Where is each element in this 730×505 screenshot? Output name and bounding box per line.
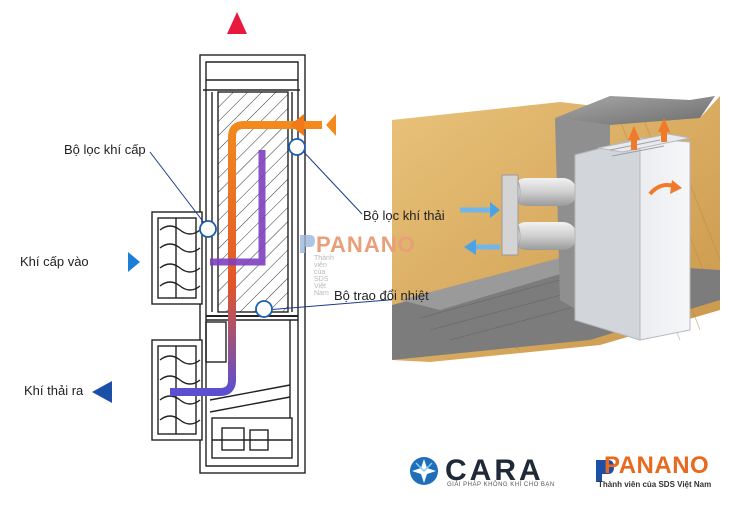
panano-logo-subtitle: Thành viên của SDS Việt Nam: [598, 480, 712, 489]
exhaust-up-arrowhead: [227, 12, 247, 34]
supply-filter-label: Bộ lọc khí cấp: [64, 142, 146, 157]
exhaust-out-label: Khí thải ra: [24, 383, 84, 398]
heat-exchanger-label: Bộ trao đổi nhiệt: [334, 288, 429, 303]
warm-in-arrowhead: [290, 114, 304, 136]
installation-illustration: [392, 96, 721, 362]
cara-logo-mark: [410, 457, 438, 485]
supply-in-label: Khí cấp vào: [20, 254, 89, 269]
watermark-name: PANANO: [316, 232, 416, 257]
panano-logo: PANANO Thành viên của SDS Việt Nam: [590, 452, 725, 492]
cara-logo-name: CARA: [445, 454, 544, 487]
panano-logo-mark: [596, 460, 614, 482]
heat-exchanger-marker: [255, 300, 273, 318]
panano-logo-name: PANANO: [604, 452, 710, 479]
inner-return-path: [210, 150, 266, 266]
exhaust-filter-marker: [288, 138, 306, 156]
supply-in-arrowhead: [128, 252, 140, 272]
exhaust-filter-label: Bộ lọc khí thải: [363, 208, 445, 223]
watermark-subtitle: Thành viên của SDS Việt Nam: [314, 255, 334, 297]
airflow-paths: [92, 12, 372, 403]
watermark-logo-mark: [300, 235, 315, 253]
cara-logo-tagline: GIẢI PHÁP KHÔNG KHÍ CHO BẠN: [447, 482, 555, 488]
marker-circles: [199, 138, 306, 318]
supply-filter-marker: [199, 220, 217, 238]
exhaust-out-arrowhead: [92, 381, 112, 403]
cara-logo: CARA GIẢI PHÁP KHÔNG KHÍ CHO BẠN: [405, 452, 585, 492]
warm-in-chevron: [326, 114, 336, 136]
